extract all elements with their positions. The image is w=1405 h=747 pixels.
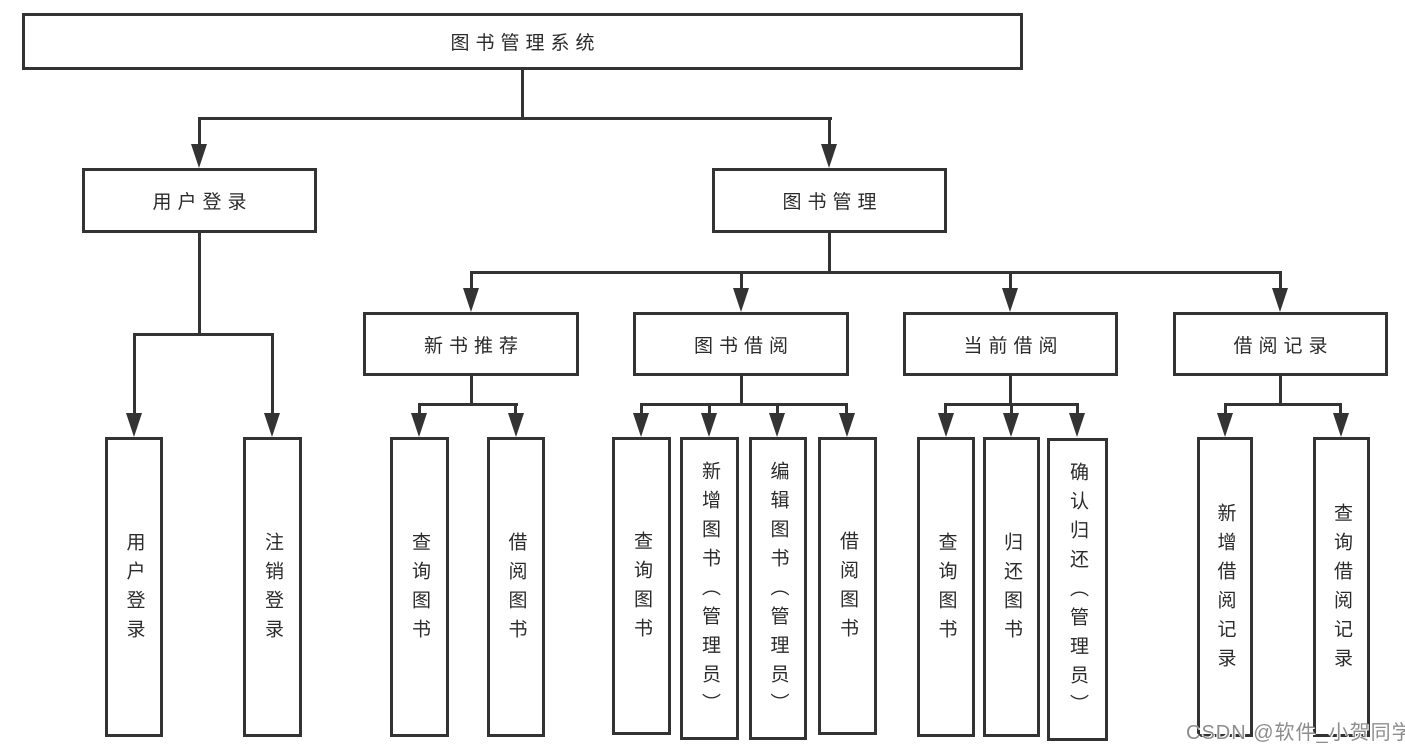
node-current-borrow: 当前借阅: [903, 312, 1118, 376]
connector-line: [133, 333, 136, 416]
leaf-query-books-current: 查询图书: [917, 437, 975, 737]
arrow-down-icon: [1002, 288, 1018, 312]
arrow-down-icon: [1003, 413, 1019, 437]
connector-line: [1010, 403, 1013, 417]
arrow-down-icon: [821, 144, 837, 168]
csdn-watermark: CSDN @软件_小贺同学: [1186, 722, 1405, 744]
node-book-management: 图书管理: [712, 168, 947, 233]
connector-line: [133, 333, 274, 336]
node-user-login: 用户登录: [82, 168, 317, 233]
leaf-logout: 注销登录: [243, 437, 302, 737]
leaf-add-book-admin: 新增图书（管理员）: [680, 437, 739, 740]
arrow-down-icon: [769, 413, 785, 437]
connector-line: [944, 403, 947, 417]
connector-line: [1009, 271, 1012, 291]
arrow-down-icon: [191, 144, 207, 168]
connector-line: [470, 271, 1282, 274]
leaf-query-books-recommend: 查询图书: [390, 437, 449, 737]
leaf-return-book: 归还图书: [983, 437, 1040, 737]
leaf-edit-book-admin: 编辑图书（管理员）: [749, 437, 807, 740]
leaf-borrow-books-recommend: 借阅图书: [487, 437, 545, 737]
arrow-down-icon: [463, 288, 479, 312]
connector-line: [776, 403, 779, 417]
connector-line: [708, 403, 711, 417]
connector-line: [271, 333, 274, 416]
arrow-down-icon: [1333, 413, 1349, 437]
node-book-borrow: 图书借阅: [633, 312, 849, 376]
arrow-down-icon: [733, 288, 749, 312]
leaf-confirm-return-admin: 确认归还（管理员）: [1047, 438, 1108, 741]
arrow-down-icon: [633, 413, 649, 437]
leaf-query-borrow-record: 查询借阅记录: [1313, 437, 1370, 737]
arrow-down-icon: [1272, 288, 1288, 312]
leaf-add-borrow-record: 新增借阅记录: [1197, 437, 1253, 737]
arrow-down-icon: [264, 413, 280, 437]
arrow-down-icon: [1217, 413, 1233, 437]
connector-line: [1224, 403, 1227, 417]
node-new-book-recommend: 新书推荐: [363, 312, 579, 376]
arrow-down-icon: [411, 413, 427, 437]
connector-line: [828, 233, 831, 274]
arrow-down-icon: [1069, 413, 1085, 437]
connector-line: [740, 271, 743, 291]
node-borrow-records: 借阅记录: [1173, 312, 1388, 376]
leaf-user-login: 用户登录: [105, 437, 163, 737]
connector-line: [1076, 403, 1079, 417]
leaf-borrow-books-2: 借阅图书: [818, 437, 877, 735]
arrow-down-icon: [508, 413, 524, 437]
connector-line: [198, 117, 832, 120]
connector-line: [828, 117, 831, 147]
node-root: 图书管理系统: [22, 13, 1023, 70]
connector-line: [1009, 376, 1012, 406]
connector-line: [198, 233, 201, 336]
connector-line: [514, 403, 517, 417]
connector-line: [1224, 403, 1342, 406]
connector-line: [740, 376, 743, 406]
leaf-query-books-borrow: 查询图书: [612, 437, 671, 735]
arrow-down-icon: [839, 413, 855, 437]
connector-line: [198, 117, 201, 147]
connector-line: [418, 403, 518, 406]
arrow-down-icon: [701, 413, 717, 437]
connector-line: [1279, 271, 1282, 291]
connector-line: [521, 69, 524, 120]
connector-line: [640, 403, 848, 406]
connector-line: [1279, 376, 1282, 406]
connector-line: [470, 271, 473, 291]
connector-line: [418, 403, 421, 417]
arrow-down-icon: [938, 413, 954, 437]
connector-line: [845, 403, 848, 417]
connector-line: [1339, 403, 1342, 417]
connector-line: [470, 376, 473, 406]
connector-line: [640, 403, 643, 417]
arrow-down-icon: [126, 413, 142, 437]
